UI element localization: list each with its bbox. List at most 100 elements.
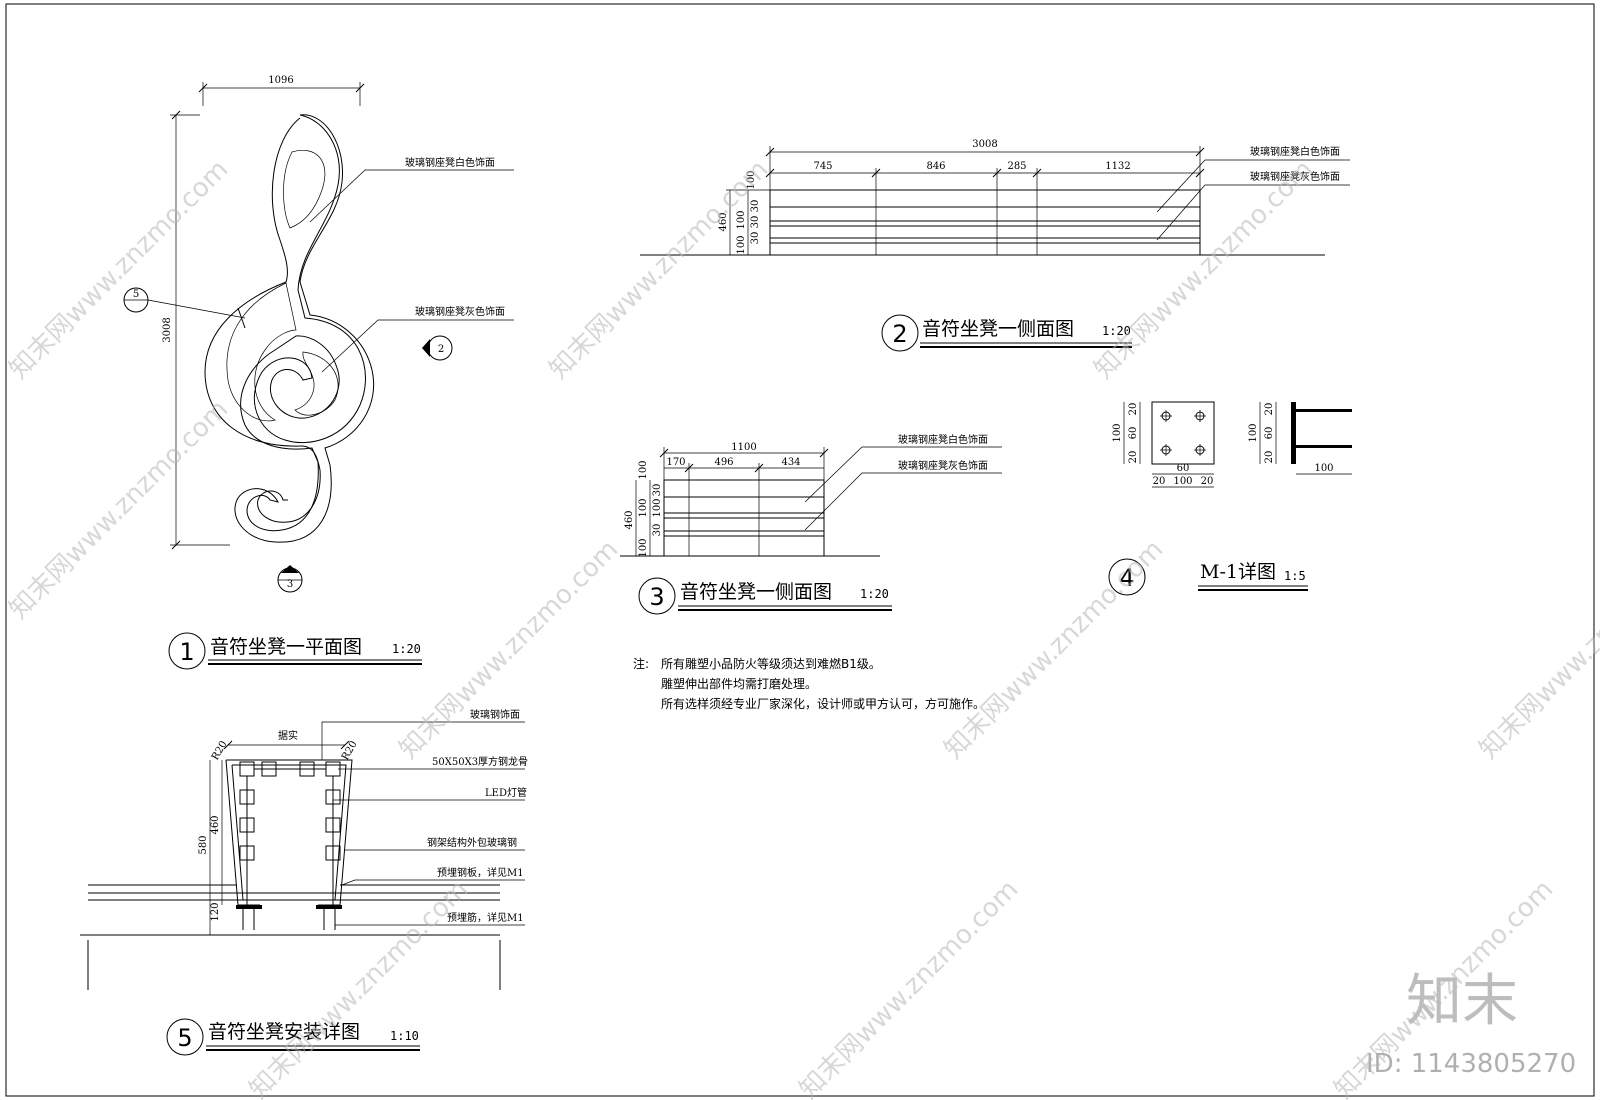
elev2-scale: 1:20 xyxy=(1102,324,1131,338)
elev3-title: 音符坐凳一侧面图 xyxy=(680,581,832,603)
note-line-3: 所有选样须经专业厂家深化，设计师或甲方认可，方可施作。 xyxy=(661,696,985,711)
elev2-vdim-a: 100 xyxy=(736,235,747,254)
elev3-scale: 1:20 xyxy=(860,587,889,601)
elev3-vdim-top: 100 xyxy=(638,460,649,479)
install-title-badge xyxy=(166,1018,204,1056)
install-label-4: 预埋钢板，详见M1 xyxy=(437,866,524,879)
elev3-dim-0: 170 xyxy=(666,457,685,468)
install-plate-left xyxy=(236,905,262,909)
m1-hdim-0: 60 xyxy=(1177,463,1190,474)
plan-scale: 1:20 xyxy=(392,642,421,656)
m1-title: M-1详图 xyxy=(1200,561,1276,583)
elev2-dim-total: 3008 xyxy=(972,139,997,150)
watermark-2: 知末网www.znzmo.com xyxy=(544,154,775,385)
elev3-dim-2: 434 xyxy=(781,457,800,468)
m1-title-number: 4 xyxy=(1119,564,1134,592)
m1-vdim-3: 20 xyxy=(1128,451,1139,464)
elev2-dim-1: 846 xyxy=(926,161,945,172)
m1-vdim-1: 20 xyxy=(1128,403,1139,416)
watermark-9: 知末网www.znzmo.com xyxy=(794,874,1025,1100)
elev2-vdim-total: 460 xyxy=(718,212,729,231)
elev2-label-gray: 玻璃钢座凳灰色饰面 xyxy=(1250,170,1340,183)
install-title: 音符坐凳安装详图 xyxy=(208,1021,360,1043)
elev2-title-number: 2 xyxy=(892,320,907,348)
install-dim-460: 460 xyxy=(210,815,221,834)
plan-callout-5-num: 5 xyxy=(133,289,139,300)
elev2-bench xyxy=(769,189,1201,256)
elev2-vdim-c: 30 xyxy=(750,232,761,245)
treble-clef-outline xyxy=(234,114,375,543)
watermark-brand-logo: 知末 xyxy=(1406,969,1518,1034)
install-title-number: 5 xyxy=(177,1024,192,1052)
plan-view: 1096 3008 玻璃钢座凳白色饰面 玻璃钢座凳灰色饰面 5 2 xyxy=(123,75,514,670)
plan-dim-height: 3008 xyxy=(162,317,173,342)
elev3-vdim-b: 100 xyxy=(652,498,663,517)
plan-callout-elev3-num: 3 xyxy=(287,579,293,590)
elev3-vdim-total: 460 xyxy=(624,510,635,529)
elev2-title-badge xyxy=(881,314,919,352)
m1-bolt-holes xyxy=(1160,410,1206,456)
m1-title-badge xyxy=(1108,558,1146,596)
m1-side-vdim-1: 20 xyxy=(1264,403,1275,416)
install-dim-120: 120 xyxy=(210,902,221,921)
elev2-vdim-e: 30 xyxy=(750,200,761,213)
note-line-2: 雕塑伸出部件均需打磨处理。 xyxy=(661,676,817,691)
m1-detail-view: 100 20 60 20 60 20 100 20 100 20 60 20 1… xyxy=(1108,401,1352,596)
install-plate-right xyxy=(316,905,342,909)
design-notes: 注: 所有雕塑小品防火等级须达到难燃B1级。 雕塑伸出部件均需打磨处理。 所有选… xyxy=(633,656,985,711)
install-steel-frame xyxy=(239,761,341,905)
install-radius-left: R20 xyxy=(210,739,230,762)
sheet-border xyxy=(5,3,1595,1097)
watermark-5: 知末网www.znzmo.com xyxy=(394,534,625,765)
m1-vdim-0: 100 xyxy=(1112,423,1123,442)
clef-gray-fill-loop xyxy=(294,351,339,416)
install-label-5: 预埋筋，详见M1 xyxy=(447,911,524,924)
m1-hdim-3: 20 xyxy=(1201,476,1214,487)
install-detail-view: 据实 R20 R20 xyxy=(80,708,528,1056)
elev2-label-white: 玻璃钢座凳白色饰面 xyxy=(1250,145,1340,158)
watermark-7: 知末网www.znzmo.com xyxy=(1474,534,1600,765)
m1-rod-top xyxy=(1296,409,1352,412)
elev3-vdim-d: 30 xyxy=(652,484,663,497)
install-dim-top: 据实 xyxy=(278,729,298,742)
plan-title-number: 1 xyxy=(179,638,194,666)
elev3-label-white: 玻璃钢座凳白色饰面 xyxy=(898,433,988,446)
plan-title-badge xyxy=(168,632,206,670)
elevation-3-view: 1100 170 496 434 460 100 100 100 100 30 … xyxy=(620,433,1002,615)
elev3-title-number: 3 xyxy=(649,583,664,611)
m1-plate-side xyxy=(1291,402,1296,464)
install-label-0: 玻璃钢饰面 xyxy=(470,708,520,721)
watermark-id: ID: 1143805270 xyxy=(1366,1049,1576,1079)
m1-vdim-2: 60 xyxy=(1128,427,1139,440)
treble-clef-body xyxy=(204,117,321,523)
notes-prefix: 注: xyxy=(633,656,649,671)
elev2-dim-3: 1132 xyxy=(1105,161,1130,172)
install-label-2: LED灯管 xyxy=(485,786,527,799)
elev3-dim-1: 496 xyxy=(714,457,733,468)
watermark-8: 知末网www.znzmo.com xyxy=(244,874,475,1100)
elev3-dim-total: 1100 xyxy=(731,442,756,453)
install-dim-580: 580 xyxy=(198,835,209,854)
m1-side-hdim: 100 xyxy=(1314,463,1333,474)
watermark-layer: 知末网www.znzmo.com 知末网www.znzmo.com 知末网www… xyxy=(4,154,1600,1100)
plan-label-gray: 玻璃钢座凳灰色饰面 xyxy=(415,305,505,318)
m1-hdim-1: 20 xyxy=(1153,476,1166,487)
install-label-3: 钢架结构外包玻璃钢 xyxy=(427,836,517,849)
elev3-title-badge xyxy=(638,577,676,615)
install-label-1: 50X50X3厚方钢龙骨 xyxy=(432,755,528,768)
m1-side-vdim-0: 100 xyxy=(1248,423,1259,442)
elev2-title: 音符坐凳一侧面图 xyxy=(922,318,1074,340)
elev3-vdim-c: 30 xyxy=(652,524,663,537)
elev2-vdim-d: 30 xyxy=(750,216,761,229)
clef-gray-fill-mid xyxy=(226,282,297,422)
plan-callout-elev2-num: 2 xyxy=(438,344,444,355)
elev2-vdim-top: 100 xyxy=(746,170,757,189)
note-line-1: 所有雕塑小品防火等级须达到难燃B1级。 xyxy=(661,656,881,671)
m1-side-vdim-2: 60 xyxy=(1264,427,1275,440)
m1-plate-plan xyxy=(1151,401,1215,465)
elev3-vdim-bottom: 100 xyxy=(638,538,649,557)
watermark-6: 知末网www.znzmo.com xyxy=(939,534,1170,765)
watermark-1: 知末网www.znzmo.com xyxy=(4,154,235,385)
elev3-label-gray: 玻璃钢座凳灰色饰面 xyxy=(898,459,988,472)
